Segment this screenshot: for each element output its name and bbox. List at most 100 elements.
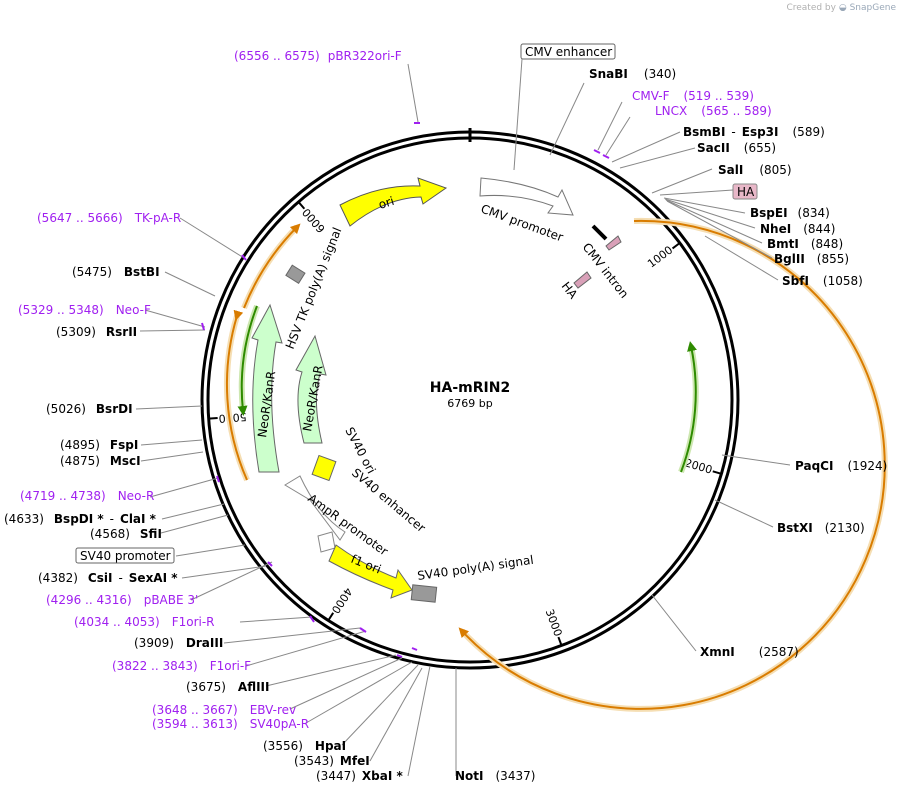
label-esp3i-name: Esp3I <box>742 125 779 139</box>
label-fspi-pos: (4895) <box>60 438 100 452</box>
tick-mark <box>327 612 335 621</box>
neo-outer-arrow <box>251 303 283 473</box>
label-sv40pa-r-name: SV40pA-R <box>250 717 309 731</box>
label-bspei-pos: (834) <box>798 206 830 220</box>
svg-text:(5647 .. 5666)TK-pA-R: (5647 .. 5666)TK-pA-R <box>37 211 181 225</box>
label-bspdi-name: BspDI * <box>54 512 104 526</box>
label-bglii-name: BglII <box>774 252 805 266</box>
label-neo-r-name: Neo-R <box>118 489 155 503</box>
tick-mark <box>297 201 306 210</box>
label-bspei-name: BspEI <box>750 206 788 220</box>
svg-text:XmnI(2587): XmnI(2587) <box>700 645 799 659</box>
label-nhei-pos: (844) <box>803 222 835 236</box>
feature-neo-inner[interactable] <box>295 334 327 444</box>
credit-prefix: Created by <box>786 3 836 13</box>
label-bspdi-pos: (4633) <box>4 512 44 526</box>
svg-text:NheI(844): NheI(844) <box>760 222 835 236</box>
sv40-promoter-text: SV40 promoter <box>80 549 171 563</box>
svg-text:(6556 .. 6575)pBR322ori-F: (6556 .. 6575)pBR322ori-F <box>234 49 402 63</box>
orf-arc-left-green-line <box>237 305 258 416</box>
label-mfei-name: MfeI <box>340 754 370 768</box>
svg-text:(3675)AflIII: (3675)AflIII <box>186 680 269 694</box>
leader-lines <box>135 63 791 777</box>
feature-cmv-promoter[interactable] <box>479 177 574 216</box>
feature-cmv-intron <box>591 224 622 251</box>
label-neo-f-name: Neo-F <box>116 303 151 317</box>
ha-boxed-label: HA <box>732 183 758 200</box>
svg-text:LNCX(565 .. 589): LNCX(565 .. 589) <box>655 104 772 118</box>
label-afliii-name: AflIII <box>238 680 270 694</box>
label-xbai-name: XbaI * <box>362 769 404 783</box>
label-hpai-name: HpaI <box>315 739 346 753</box>
label-sfii-pos: (4568) <box>90 527 130 541</box>
sv40-polya-label: SV40 poly(A) signal <box>416 553 534 583</box>
cmv-promoter-arrow <box>479 177 574 216</box>
label-msci-pos: (4875) <box>60 454 100 468</box>
label-bstbi-pos: (5475) <box>72 265 112 279</box>
svg-text:(4895)FspI: (4895) FspI <box>60 438 138 452</box>
label-noti-pos: (3437) <box>496 769 536 783</box>
svg-text:BstXI(2130): BstXI (2130) <box>777 521 865 535</box>
ampr-promoter-arrow <box>284 475 346 541</box>
orf-arc-left-lower-line <box>225 309 248 481</box>
svg-text:(5329 .. 5348)Neo-F: (5329 .. 5348) Neo-F <box>18 303 151 317</box>
label-bstxi-pos: (2130) <box>825 521 865 535</box>
label-bsrdi-name: BsrDI <box>96 402 133 416</box>
label-f1ori-f-name: F1ori-F <box>210 659 251 673</box>
svg-text:(3909)DraIII: (3909)DraIII <box>134 636 223 650</box>
tick-mark <box>712 470 722 475</box>
hsv-tk-polya-label: HSV TK poly(A) signal <box>283 225 345 351</box>
label-msci-name: MscI <box>110 454 141 468</box>
site-labels: (6556 .. 6575)pBR322ori-F SnaBI (340) CMV… <box>4 49 887 783</box>
feature-f1-ori[interactable] <box>328 544 413 599</box>
tick-mark <box>671 242 681 250</box>
plasmid-name: HA-mRIN2 <box>430 380 510 396</box>
label-neo-f-pos: (5329 .. 5348) <box>18 303 104 317</box>
ha-boxed-text: HA <box>737 185 755 199</box>
ampr-promoter-label: AmpR promoter <box>305 491 390 558</box>
label-sbfi-pos: (1058) <box>823 274 863 288</box>
svg-text:(3822 .. 3843)F1ori-F: (3822 .. 3843)F1ori-F <box>112 659 251 673</box>
label-xbai-pos: (3447) <box>316 769 356 783</box>
label-mfei-pos: (3543) <box>294 754 334 768</box>
label-rsrii-pos: (5309) <box>56 325 96 339</box>
credit-brand: SnapGene <box>849 3 896 13</box>
ori-arrow <box>339 177 448 227</box>
feature-ampr-promoter <box>284 475 346 553</box>
svg-text:SacII(655): SacII(655) <box>697 141 776 155</box>
svg-text:(4034 .. 4053)F1ori-R: (4034 .. 4053)F1ori-R <box>74 615 215 629</box>
label-snabi-name: SnaBI <box>589 67 628 81</box>
feature-neo-outer[interactable] <box>251 303 283 473</box>
label-pbr322ori-f-name: pBR322ori-F <box>328 49 402 63</box>
svg-text:CMV-F(519 .. 539): CMV-F(519 .. 539) <box>632 89 754 103</box>
label-sali-name: SalI <box>718 163 743 177</box>
svg-text:BglII(855): BglII(855) <box>774 252 849 266</box>
label-fspi-name: FspI <box>110 438 138 452</box>
cmv-enhancer-label: CMV enhancer <box>513 43 616 171</box>
label-csii-name: CsiI <box>88 571 113 585</box>
svg-text:BspEI(834): BspEI (834) <box>750 206 830 220</box>
snapgene-logo-icon: ◒ <box>838 3 847 13</box>
label-snabi-pos: (340) <box>644 67 676 81</box>
svg-text:PaqCI(1924): PaqCI(1924) <box>795 459 887 473</box>
tick-mark <box>557 636 563 646</box>
orf-arc-left-upper <box>241 224 300 310</box>
label-csii-pos: (4382) <box>38 571 78 585</box>
orf-arc-right-green-line <box>680 341 697 473</box>
label-tk-pa-r-name: TK-pA-R <box>134 211 182 225</box>
f1-ori-arrow <box>328 544 413 599</box>
label-bstxi-name: BstXI <box>777 521 813 535</box>
svg-text:(5026)BsrDI: (5026)BsrDI <box>46 402 133 416</box>
label-lncx-pos: (565 .. 589) <box>701 104 771 118</box>
svg-text:(3556)HpaI: (3556)HpaI <box>263 739 346 753</box>
svg-text:SalI(805): SalI(805) <box>718 163 792 177</box>
feature-labels: CMV enhancer CMV promoter CMV intron HA … <box>75 43 758 583</box>
cmv-enhancer-text: CMV enhancer <box>525 45 612 59</box>
orf-arc-large-line <box>458 219 886 710</box>
svg-text:(3594 .. 3613)SV40pA-R: (3594 .. 3613)SV40pA-R <box>152 717 309 731</box>
label-f1ori-r-pos: (4034 .. 4053) <box>74 615 160 629</box>
snapgene-credit: Created by ◒ SnapGene <box>786 3 896 13</box>
feature-ori[interactable] <box>339 177 448 227</box>
label-sfii-name: SfiI <box>140 527 162 541</box>
